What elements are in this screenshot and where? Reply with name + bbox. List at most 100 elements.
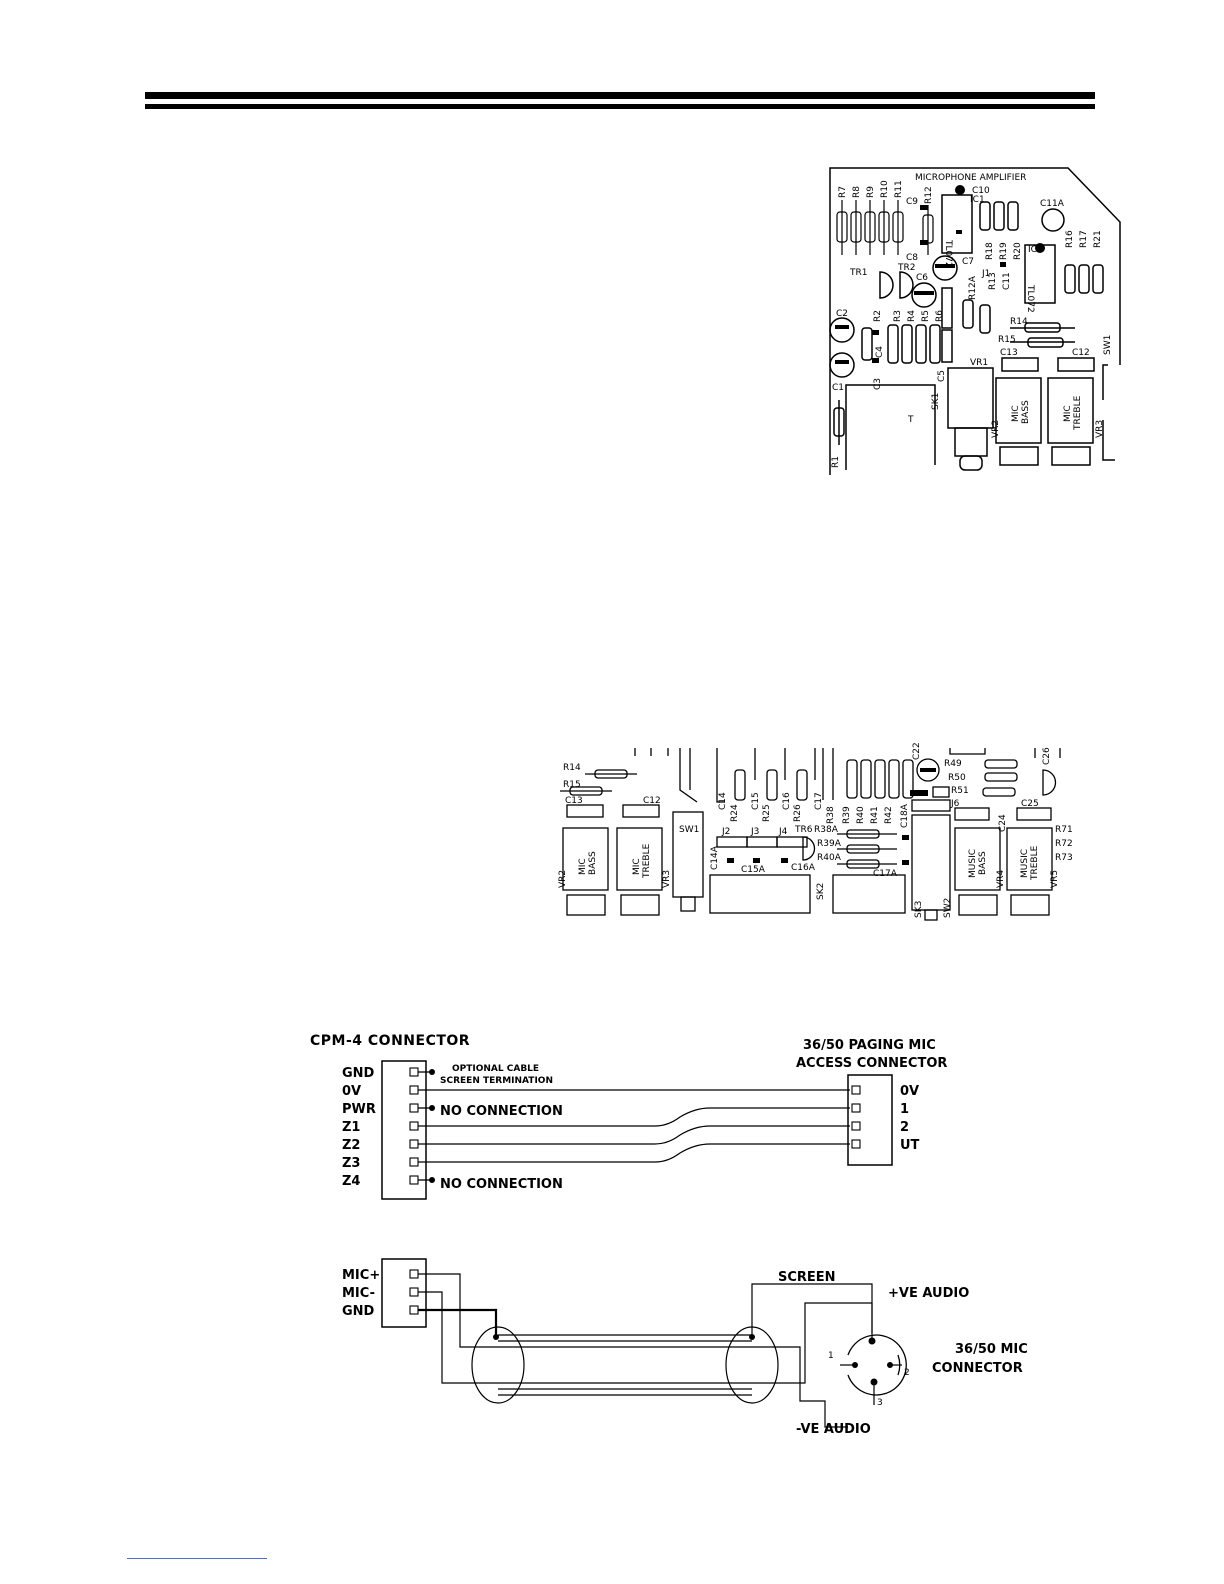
label-c9: C9 bbox=[906, 197, 918, 207]
label2-vr2-bass: BASS bbox=[588, 851, 598, 875]
label-c8: C8 bbox=[906, 253, 918, 263]
label2-vr3-mic: MIC bbox=[632, 858, 642, 875]
label-r2: R2 bbox=[873, 310, 883, 322]
label2-r38: R38 bbox=[826, 806, 836, 824]
cpm4-pin-pwr: PWR bbox=[342, 1102, 376, 1117]
label2-r71: R71 bbox=[1055, 825, 1073, 835]
label-r8: R8 bbox=[852, 186, 862, 198]
label-c7: C7 bbox=[962, 257, 974, 267]
label-tr2: TR2 bbox=[897, 263, 915, 273]
label2-sk2: SK2 bbox=[816, 883, 826, 900]
label2-sw2: SW2 bbox=[943, 898, 953, 918]
label-ic2: IC2 bbox=[1028, 245, 1043, 255]
label-c2: C2 bbox=[836, 309, 848, 319]
pwr-no-connection: NO CONNECTION bbox=[440, 1104, 563, 1119]
label-r19: R19 bbox=[999, 242, 1009, 260]
shielded-cable bbox=[418, 1273, 873, 1428]
label-vr3: VR3 bbox=[1095, 420, 1105, 438]
label2-vr3-treble: TREBLE bbox=[642, 843, 652, 879]
label2-c18a: C18A bbox=[900, 803, 910, 828]
label-t: T bbox=[907, 415, 914, 425]
label2-r72: R72 bbox=[1055, 839, 1073, 849]
label-c10: C10 bbox=[972, 186, 990, 196]
label2-j4: J4 bbox=[778, 827, 788, 837]
label-sw1: SW1 bbox=[1103, 335, 1113, 355]
cpm4-pin-z4: Z4 bbox=[342, 1174, 360, 1189]
label-c6: C6 bbox=[916, 273, 928, 283]
label-r12: R12 bbox=[924, 186, 934, 204]
label2-r42: R42 bbox=[884, 806, 894, 824]
cpm4-pin-z3: Z3 bbox=[342, 1156, 360, 1171]
pcb1-title: MICROPHONE AMPLIFIER bbox=[915, 173, 1026, 183]
label-c13: C13 bbox=[1000, 348, 1018, 358]
label-c5: C5 bbox=[937, 370, 947, 382]
wiring-cpm4-to-paging-mic: CPM-4 CONNECTOR GND 0V PWR Z1 Z2 Z3 Z4 O… bbox=[310, 1033, 947, 1200]
label2-r51: R51 bbox=[951, 786, 969, 796]
label2-sw1: SW1 bbox=[679, 825, 699, 835]
label-r7: R7 bbox=[838, 186, 848, 198]
label2-j2: J2 bbox=[721, 827, 730, 837]
wiring-mic-cable: MIC+ MIC- GND SCREEN +VE AUDIO -VE AUDIO… bbox=[342, 1258, 1028, 1437]
cpm4-connector-title: CPM-4 CONNECTOR bbox=[310, 1033, 470, 1049]
label2-c26: C26 bbox=[1042, 747, 1052, 765]
ic1-text: TL072 bbox=[943, 239, 953, 268]
label2-c13: C13 bbox=[565, 796, 583, 806]
label-r6: R6 bbox=[935, 310, 945, 322]
label2-j6: J6 bbox=[950, 799, 960, 809]
label-r21: R21 bbox=[1093, 230, 1103, 248]
label2-r15: R15 bbox=[563, 780, 581, 790]
label2-vr3: VR3 bbox=[662, 870, 672, 888]
label-r9: R9 bbox=[866, 186, 876, 198]
label2-c17: C17 bbox=[814, 792, 824, 810]
label-c11a: C11A bbox=[1040, 199, 1065, 209]
label-c4: C4 bbox=[875, 346, 885, 358]
paging-mic-title-line2: ACCESS CONNECTOR bbox=[796, 1056, 947, 1071]
label2-r50: R50 bbox=[948, 773, 966, 783]
label2-tr6: TR6 bbox=[794, 825, 813, 835]
label-c11: C11 bbox=[1002, 272, 1012, 290]
label2-r73: R73 bbox=[1055, 853, 1073, 863]
label-r20: R20 bbox=[1013, 242, 1023, 260]
label-vr2-mic: MIC bbox=[1011, 405, 1021, 422]
label-r11: R11 bbox=[894, 180, 904, 198]
label-r18: R18 bbox=[985, 242, 995, 260]
label2-c15a: C15A bbox=[741, 865, 766, 875]
label2-j3: J3 bbox=[750, 827, 759, 837]
xlr-pin1-label: 1 bbox=[828, 1351, 834, 1361]
screen-note-line1: OPTIONAL CABLE bbox=[452, 1064, 539, 1074]
label2-r41: R41 bbox=[870, 806, 880, 824]
label2-c25: C25 bbox=[1021, 799, 1039, 809]
label2-c15: C15 bbox=[751, 792, 761, 810]
label2-vr5-music: MUSIC bbox=[1020, 849, 1030, 878]
cpm4-pin-gnd: GND bbox=[342, 1066, 375, 1081]
mic-connector-title-line1: 36/50 MIC bbox=[955, 1342, 1028, 1357]
screen-label: SCREEN bbox=[778, 1270, 836, 1285]
label2-vr2: VR2 bbox=[558, 870, 568, 888]
label2-c14: C14 bbox=[718, 792, 728, 810]
paging-pin-ut: UT bbox=[900, 1138, 920, 1153]
label2-c14a: C14A bbox=[710, 845, 720, 870]
label2-c24: C24 bbox=[998, 814, 1008, 832]
xlr-pin3-label: 3 bbox=[877, 1398, 883, 1408]
xlr-pin2-label: 2 bbox=[904, 1368, 910, 1378]
label2-vr4-music: MUSIC bbox=[968, 849, 978, 878]
label-r3: R3 bbox=[893, 310, 903, 322]
label2-r38a: R38A bbox=[814, 825, 839, 835]
label2-r25: R25 bbox=[762, 804, 772, 822]
label-r15: R15 bbox=[998, 335, 1016, 345]
label-c1: C1 bbox=[832, 383, 844, 393]
label-vr3-treble: TREBLE bbox=[1073, 395, 1083, 431]
label2-c17a: C17A bbox=[873, 869, 898, 879]
label2-sk3: SK3 bbox=[914, 901, 924, 918]
footer-link-underline bbox=[127, 1558, 267, 1559]
mic-pin-plus: MIC+ bbox=[342, 1268, 380, 1283]
label-r13: R13 bbox=[988, 272, 998, 290]
pcb-tone-music-section: R14 R15 C13 C12 SW1 C14 R24 C15 R25 C16 … bbox=[558, 742, 1073, 921]
pcb-microphone-amplifier: MICROPHONE AMPLIFIER TL072 TL072 R7 R8 R… bbox=[829, 167, 1121, 475]
cpm4-pin-z2: Z2 bbox=[342, 1138, 360, 1153]
paging-pin-0v: 0V bbox=[900, 1084, 919, 1099]
pos-audio-label: +VE AUDIO bbox=[888, 1286, 969, 1301]
label2-c22: C22 bbox=[912, 742, 922, 760]
ic2-text: TL072 bbox=[1025, 284, 1035, 313]
label2-r24: R24 bbox=[730, 804, 740, 822]
